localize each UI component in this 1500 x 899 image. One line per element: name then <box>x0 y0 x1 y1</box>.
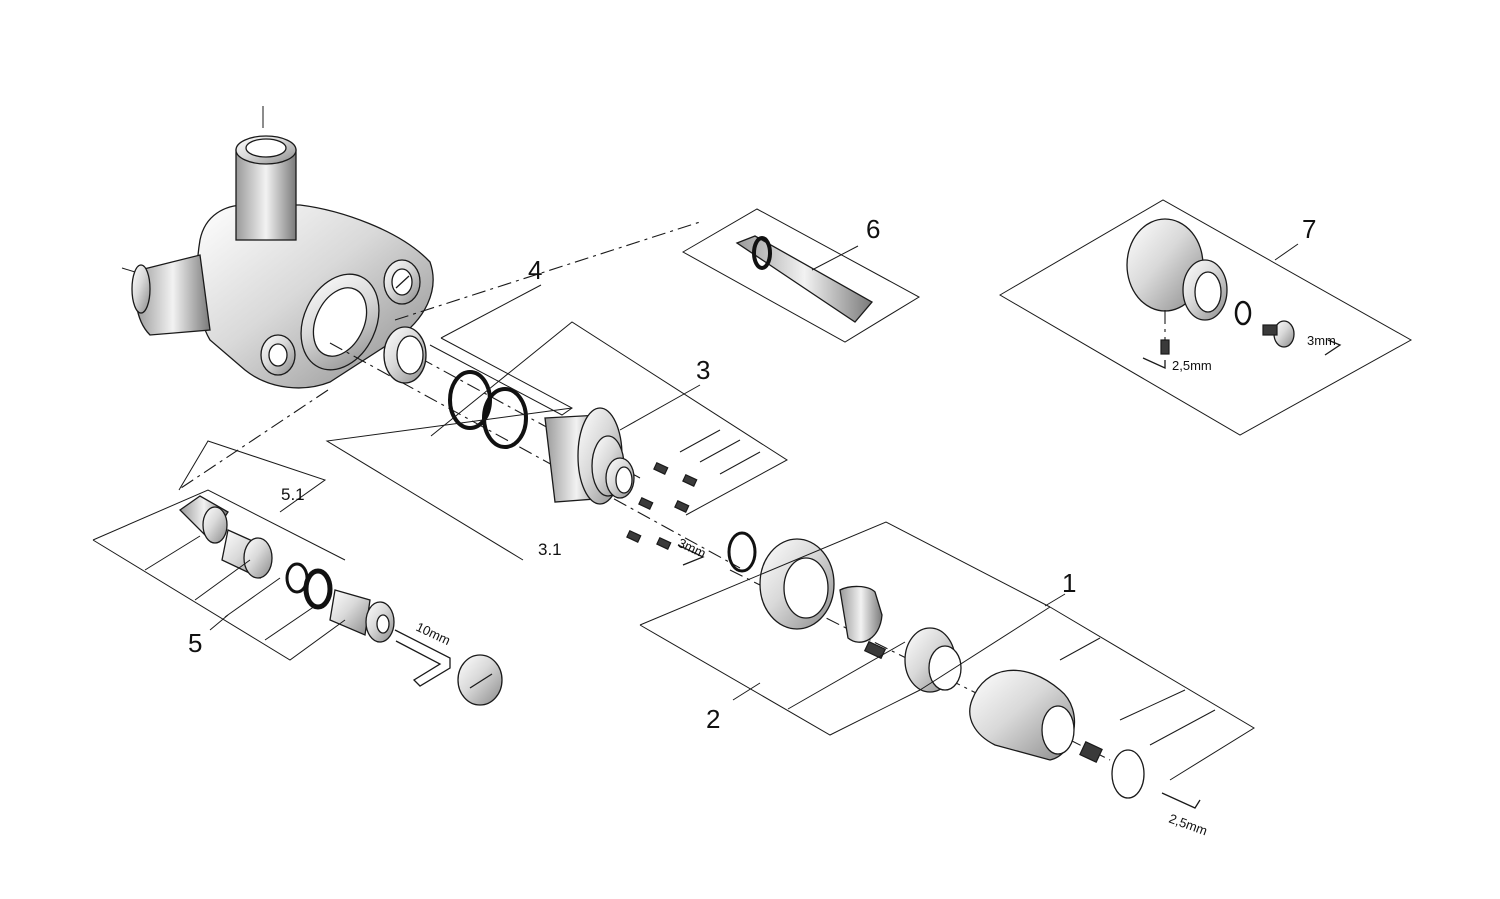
part-label-5: 5 <box>188 628 202 658</box>
tool-label-3mm-kit: 3mm <box>1307 333 1336 348</box>
hex-key-3mm <box>1324 339 1342 356</box>
part-5-check-valve-assembly <box>178 495 503 706</box>
cartridge-screw <box>653 461 669 475</box>
hex-key-2-5mm <box>1142 357 1166 370</box>
part-label-3-1: 3.1 <box>538 540 562 559</box>
tool-label-3mm-cartridge: 3mm <box>676 535 709 561</box>
cartridge-screw <box>626 529 642 543</box>
part-label-1: 1 <box>1062 568 1076 598</box>
part-label-5-1: 5.1 <box>281 485 305 504</box>
part-label-4: 4 <box>528 255 542 285</box>
tool-label-2-5mm-knob: 2,5mm <box>1167 811 1209 839</box>
part-5-bracket: 5 5.1 10mm <box>92 440 453 661</box>
part-label-2: 2 <box>706 704 720 734</box>
cartridge-screw <box>656 536 672 550</box>
part-label-6: 6 <box>866 214 880 244</box>
part-4-bracket: 4 <box>325 255 573 561</box>
cartridge-screw <box>638 496 654 510</box>
cartridge-screw <box>682 473 698 487</box>
part-3-thermostatic-cartridge <box>544 407 705 566</box>
part-7-kit-box: 7 2,5mm 3mm <box>999 199 1413 436</box>
part-2-rosette-set: 2 <box>639 521 1051 736</box>
part-1-handle-set: 1 2,5mm <box>904 568 1255 839</box>
hex-key-3mm <box>677 544 705 566</box>
part-6-kit-box: 6 <box>681 208 921 343</box>
o-ring <box>482 387 528 449</box>
part-label-3: 3 <box>696 355 710 385</box>
tool-label-10mm: 10mm <box>414 619 453 648</box>
part-4-sleeve-assembly <box>383 326 528 449</box>
valve-body <box>121 106 434 389</box>
part-label-7: 7 <box>1302 214 1316 244</box>
hex-key-10mm <box>394 629 451 687</box>
cartridge-screw <box>674 499 690 513</box>
hex-key-2-5mm <box>1161 792 1201 809</box>
tool-label-2-5mm-kit: 2,5mm <box>1172 358 1212 373</box>
